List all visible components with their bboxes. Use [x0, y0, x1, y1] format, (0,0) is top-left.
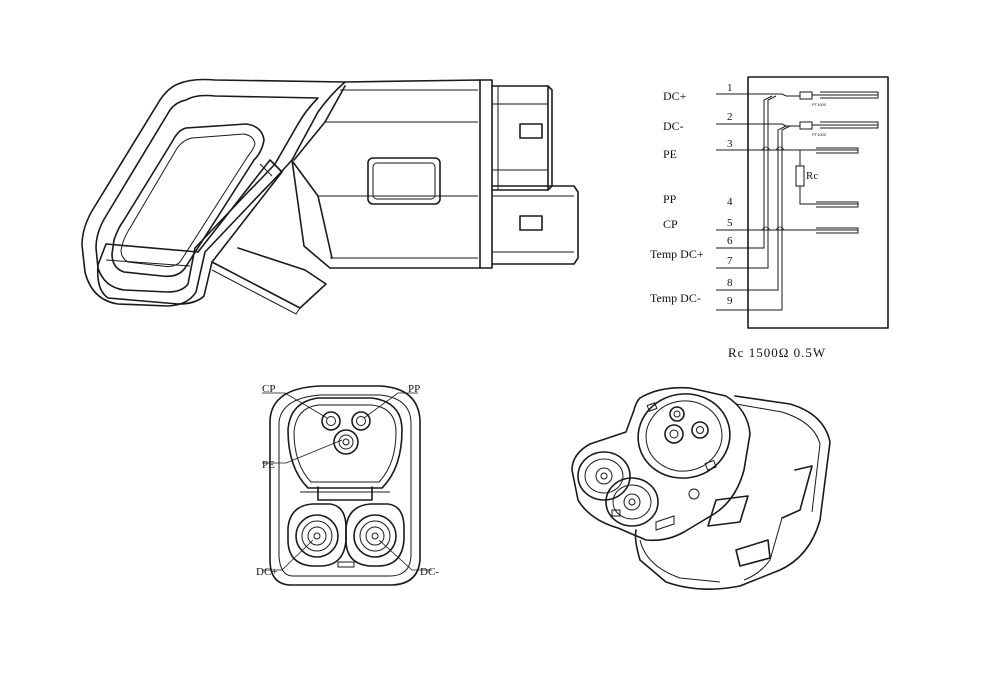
pin-number: 9: [727, 295, 733, 307]
label-pe: PE: [262, 459, 275, 471]
connector-boundary-box: [747, 76, 889, 329]
pin-number: 7: [727, 255, 733, 267]
resistor-label: Rc: [806, 170, 818, 182]
pe-pin: [333, 429, 359, 455]
label-temp-dc-plus: Temp DC+: [650, 247, 704, 261]
dc-minus-socket: [353, 514, 397, 558]
pp-pin: [351, 411, 371, 431]
sensor-pt1000-label: PT1000: [812, 102, 827, 107]
label-pe: PE: [663, 147, 677, 161]
pin-number: 5: [727, 217, 733, 229]
cp-pin: [321, 411, 341, 431]
label-dc-minus: DC-: [663, 119, 684, 133]
label-cp: CP: [663, 217, 678, 231]
resistor-rc: [795, 165, 805, 187]
pin-number: 4: [727, 196, 733, 208]
connector-isometric-view: [571, 386, 831, 590]
label-dc-plus: DC+: [663, 89, 687, 103]
label-dc-plus: DC+: [256, 566, 277, 578]
connector-side-view: [81, 78, 579, 315]
label-pp: PP: [663, 192, 677, 206]
label-dc-minus: DC-: [420, 566, 439, 578]
sensor-pt1000-label: PT1000: [812, 132, 827, 137]
label-pp: PP: [408, 383, 420, 395]
pin-number: 1: [727, 82, 733, 94]
pin-number: 3: [727, 138, 733, 150]
label-cp: CP: [262, 383, 275, 395]
label-temp-dc-minus: Temp DC-: [650, 291, 701, 305]
resistor-spec-caption: Rc 1500Ω 0.5W: [728, 345, 826, 360]
wire-lines: [716, 91, 879, 311]
pin-number: 2: [727, 111, 733, 123]
wiring-schematic: DC+ DC- PE PP CP Temp DC+ Temp DC- 1 2 3…: [650, 76, 889, 360]
pin-number: 8: [727, 277, 733, 289]
connector-front-view: CP PP PE DC+ DC-: [256, 383, 439, 586]
pin-number: 6: [727, 235, 733, 247]
dc-plus-socket: [295, 514, 339, 558]
